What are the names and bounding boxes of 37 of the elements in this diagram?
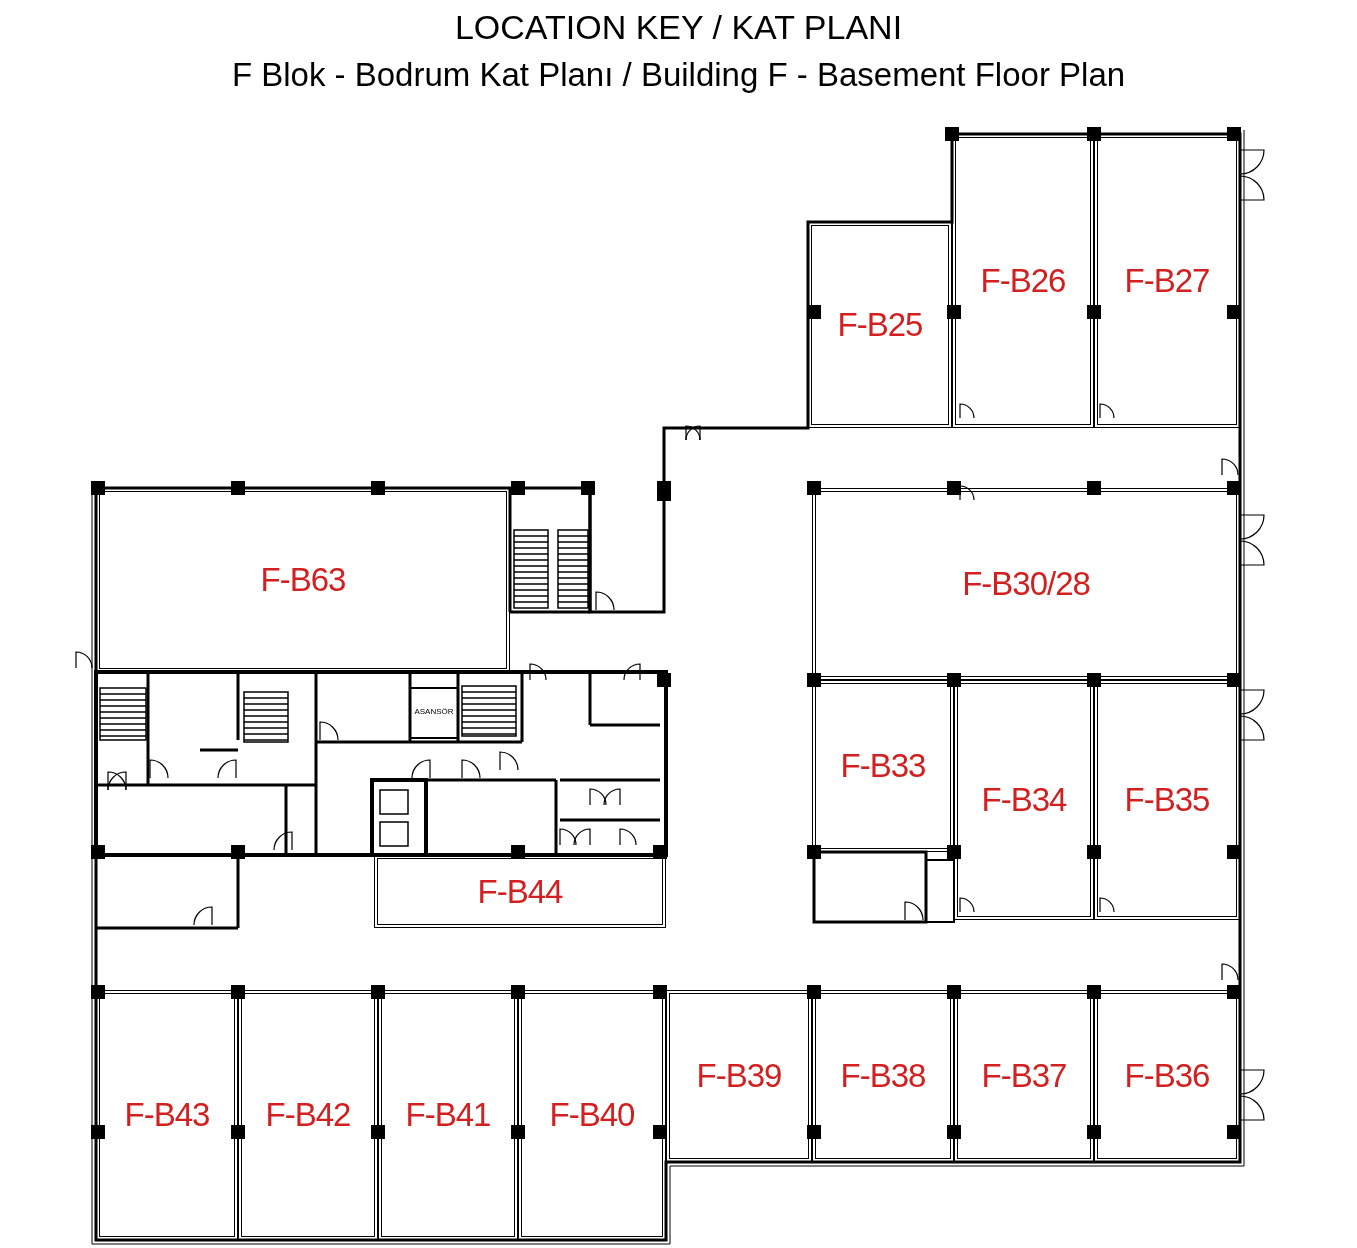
room-number: F-B43 [124, 1096, 210, 1134]
room-outline [812, 990, 954, 1162]
room-number: F-B37 [981, 1057, 1067, 1095]
room-number: F-B41 [405, 1096, 491, 1134]
room-number: F-B44 [477, 872, 563, 911]
room-number: F-B36 [1124, 1057, 1210, 1095]
room-outline [812, 488, 1240, 680]
elevator-label: ASANSÖR [414, 707, 454, 716]
room-number: F-B38 [840, 1057, 926, 1095]
room-number: F-B27 [1124, 262, 1210, 300]
room-outline [812, 680, 954, 852]
room-outline [1094, 990, 1240, 1162]
room-number: F-B63 [260, 561, 346, 599]
room-outline [954, 680, 1094, 920]
subtitle: F Blok - Bodrum Kat Planı / Building F - Basement Floor Plan [231, 56, 1126, 93]
room-number: F-B25 [837, 306, 923, 344]
room-outline [954, 990, 1094, 1162]
room-number: F-B30/28 [962, 565, 1090, 603]
room-outline [666, 990, 812, 1162]
room-number: F-B35 [1124, 781, 1210, 819]
room-number: F-B39 [696, 1057, 782, 1095]
room-number: F-B26 [980, 262, 1066, 300]
room-outline [1094, 134, 1240, 428]
room-outline [808, 222, 952, 428]
room-number: F-B40 [549, 1096, 635, 1134]
room-number: F-B33 [840, 747, 926, 785]
room-outline [378, 990, 518, 1240]
room-outline [952, 134, 1094, 428]
room-outline [518, 990, 666, 1240]
room-outline [374, 855, 666, 928]
room-outline [96, 990, 238, 1240]
room-outline [96, 488, 510, 672]
room-outline [238, 990, 378, 1240]
room-number: F-B34 [981, 781, 1067, 819]
title: LOCATION KEY / KAT PLANI [454, 8, 903, 46]
room-outline [1094, 680, 1240, 920]
room-number: F-B42 [265, 1096, 351, 1134]
